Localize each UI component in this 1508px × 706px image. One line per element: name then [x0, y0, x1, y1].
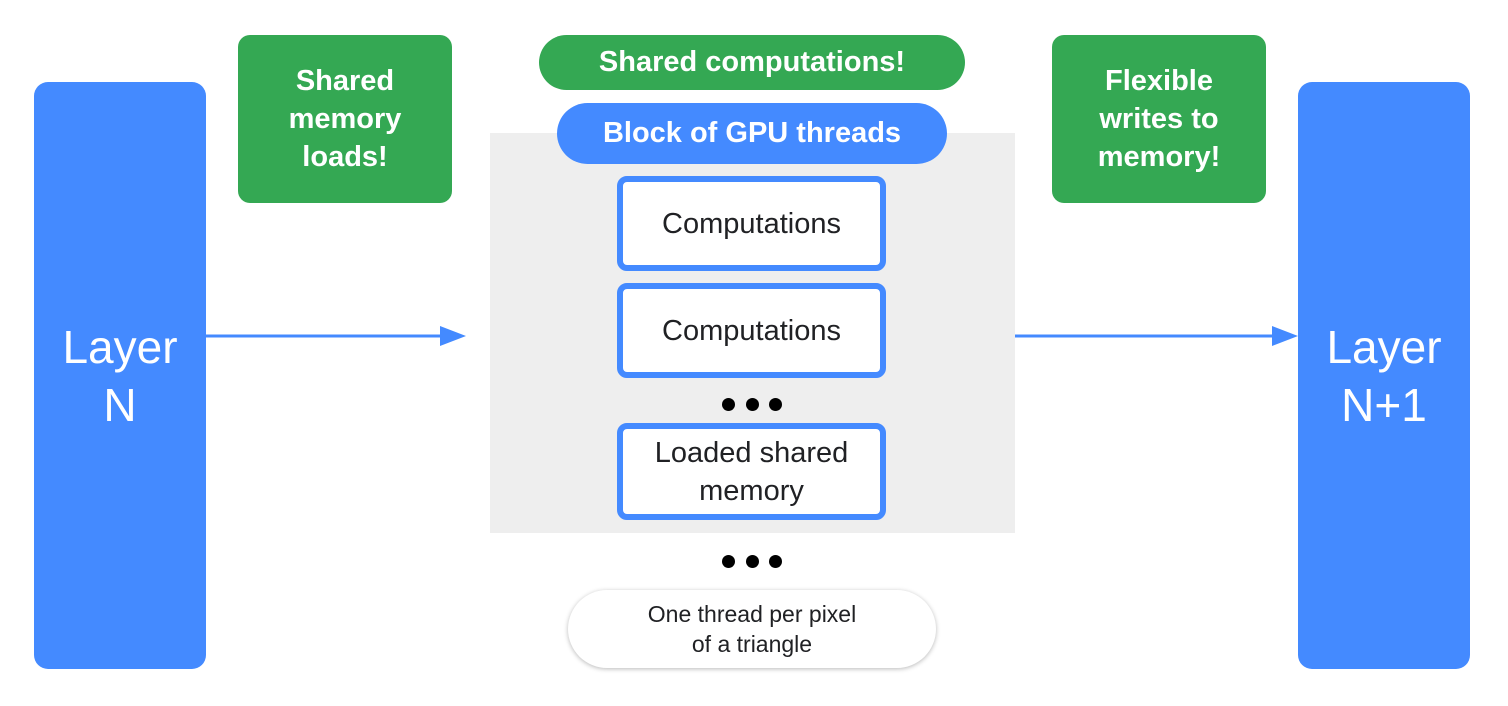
arrow-block-to-layer-n-plus-1: [1015, 326, 1298, 346]
loaded-shared-memory-line1: Loaded shared: [654, 436, 849, 469]
layer-n-block: Layer N: [34, 82, 206, 669]
thread-2-label: Computations: [662, 314, 841, 347]
ellipsis-dot: [722, 397, 735, 411]
layer-n-plus-1-label-line1: Layer: [1326, 320, 1442, 373]
flexible-writes-line2: writes to: [1099, 103, 1219, 135]
ellipsis-dot: [745, 397, 759, 411]
ellipsis-dot: [722, 554, 735, 568]
ellipsis-dot: [745, 554, 759, 568]
ellipsis-dot: [769, 397, 782, 411]
block-label-text: Block of GPU threads: [602, 117, 902, 149]
ellipsis-dot: [769, 554, 782, 568]
shared-memory-loads-line1: Shared: [295, 65, 395, 97]
loaded-shared-memory-line2: memory: [699, 474, 804, 507]
layer-n-label-line2: N: [103, 378, 137, 431]
loaded-shared-memory-box: Loaded shared memory: [617, 423, 886, 520]
flexible-writes-line1: Flexible: [1105, 65, 1213, 97]
shared-memory-loads-line3: loads!: [302, 141, 388, 173]
thread-1-label: Computations: [662, 207, 841, 240]
caption-line1: One thread per pixel: [647, 601, 857, 627]
layer-n-plus-1-block: Layer N+1: [1298, 82, 1470, 669]
shared-computations-label: Shared computations!: [598, 46, 906, 78]
arrow-layer-n-to-block: [206, 326, 466, 346]
thread-computations-box-2: Computations: [617, 283, 886, 378]
layer-n-label-line1: Layer: [62, 320, 178, 373]
layer-n-plus-1-label-line2: N+1: [1341, 378, 1427, 431]
block-of-gpu-threads-label: Block of GPU threads: [557, 103, 947, 164]
flexible-writes-note: Flexible writes to memory!: [1052, 35, 1266, 203]
thread-computations-box-1: Computations: [617, 176, 886, 271]
one-thread-per-pixel-caption: One thread per pixel of a triangle: [568, 590, 936, 668]
shared-memory-loads-note: Shared memory loads!: [238, 35, 452, 203]
ellipsis-inside-block: [722, 397, 782, 411]
ellipsis-below-block: [722, 554, 782, 568]
shared-memory-loads-line2: memory: [288, 103, 402, 135]
flexible-writes-line3: memory!: [1097, 141, 1221, 173]
caption-line2: of a triangle: [691, 631, 813, 657]
shared-computations-pill: Shared computations!: [539, 35, 965, 90]
